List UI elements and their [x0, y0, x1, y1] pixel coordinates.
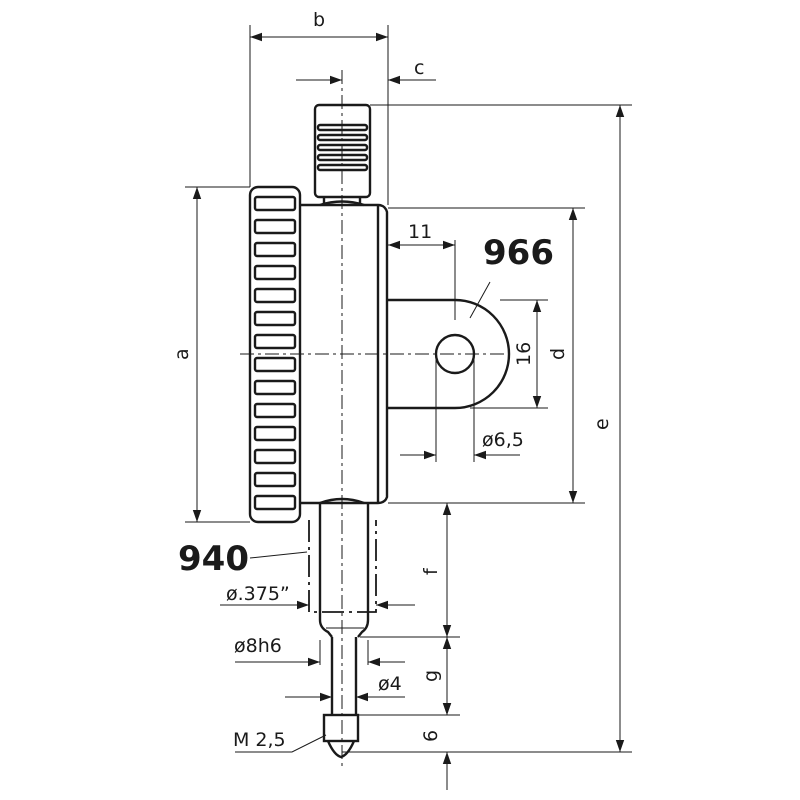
stem-375-label: ø.375”: [226, 583, 290, 605]
knurled-bezel: [248, 185, 302, 524]
dim-e-label: e: [591, 418, 613, 430]
stem-8h6-label: ø8h6: [234, 635, 282, 657]
dim-c-label: c: [414, 57, 424, 79]
dim-g-label: g: [420, 670, 442, 682]
lug-offset-label: 11: [408, 221, 432, 243]
spindle-4-label: ø4: [378, 673, 402, 695]
model-940-label: 940: [178, 539, 249, 579]
lug-height-label: 16: [513, 342, 535, 366]
stem: [308, 503, 377, 759]
lug-hole-label: ø6,5: [482, 429, 524, 451]
dim-b-label: b: [313, 9, 325, 31]
dim-d-label: d: [547, 348, 569, 360]
tip-length-label: 6: [420, 730, 442, 742]
dim-a-label: a: [171, 348, 193, 360]
dim-f-label: f: [420, 567, 442, 575]
indicator-body: [300, 200, 389, 505]
model-966-label: 966: [483, 233, 554, 273]
thread-label: M 2,5: [233, 729, 286, 751]
contact-tip: [322, 713, 360, 743]
